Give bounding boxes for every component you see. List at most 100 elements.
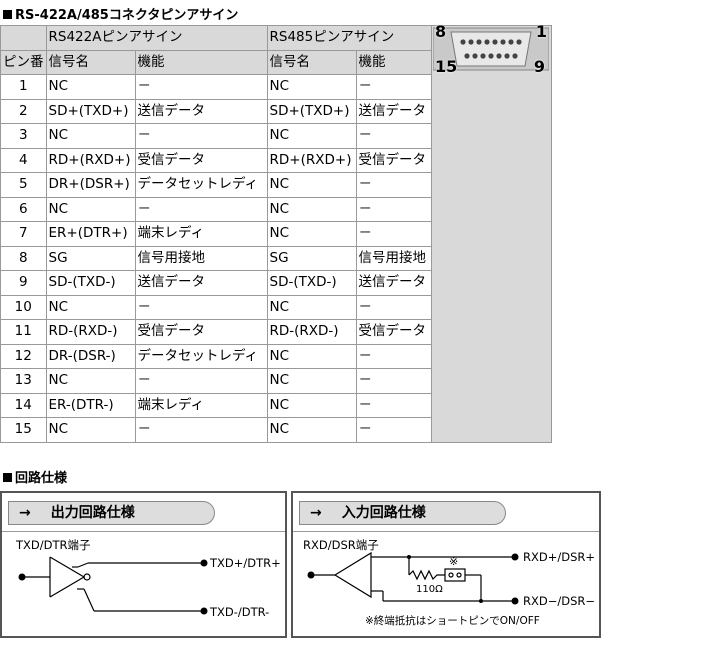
signal-422-cell: ER-(DTR-): [45, 392, 136, 418]
output-panel-heading: →出力回路仕様: [8, 501, 215, 525]
short-pin-mark: ※: [449, 555, 459, 568]
signal-485-cell: SG: [266, 245, 357, 271]
function-422-cell: データセットレディ: [134, 343, 268, 369]
signal-485-cell: NC: [266, 123, 357, 149]
signal-422-cell: ER+(DTR+): [45, 221, 136, 247]
square-bullet-icon: [3, 473, 12, 482]
output-plus-label: TXD+/DTR+: [210, 556, 281, 570]
signal-422-cell: SD-(TXD-): [45, 270, 136, 296]
function-485-cell: －: [355, 294, 432, 320]
function-422-cell: 送信データ: [134, 98, 268, 124]
pin-assignment-table: RS422Aピンアサイン RS485ピンアサイン 8 1 15 9: [0, 22, 552, 443]
output-circuit-diagram: [18, 556, 208, 615]
signal-422-cell: NC: [45, 417, 136, 443]
signal-col-header-422: 信号名: [45, 49, 136, 75]
pin-number-cell: 7: [0, 221, 47, 247]
function-422-cell: －: [134, 196, 268, 222]
connector-cell: 8 1 15 9: [430, 22, 552, 443]
signal-422-cell: NC: [45, 123, 136, 149]
signal-485-cell: NC: [266, 74, 357, 100]
connector-pin: [488, 53, 494, 59]
signal-485-cell: SD-(TXD-): [266, 270, 357, 296]
signal-422-cell: SG: [45, 245, 136, 271]
function-485-cell: －: [355, 172, 432, 198]
signal-485-cell: NC: [266, 294, 357, 320]
function-col-header-485: 機能: [355, 49, 432, 75]
input-circuit-panel: →入力回路仕様 RXD/DSR端子 RXD+/DSR+ RXD−/DSR− 11…: [291, 491, 601, 638]
input-plus-label: RXD+/DSR+: [523, 550, 596, 564]
pin-number-cell: 1: [0, 74, 47, 100]
input-panel-heading: →入力回路仕様: [299, 501, 506, 525]
corner-cell: [0, 25, 47, 51]
signal-485-cell: SD+(TXD+): [266, 98, 357, 124]
input-circuit-diagram: [307, 551, 519, 605]
function-422-cell: －: [134, 74, 268, 100]
function-485-cell: 送信データ: [355, 98, 432, 124]
pin-label-8: 8: [435, 22, 447, 41]
function-485-cell: －: [355, 196, 432, 222]
output-circuit-panel: →出力回路仕様 TXD/DTR端子 TXD+/DTR+ TXD-/DTR-: [0, 491, 287, 638]
output-minus-label: TXD-/DTR-: [210, 605, 270, 619]
pin-label-1: 1: [535, 22, 547, 41]
connector-pin: [472, 53, 478, 59]
signal-422-cell: NC: [45, 294, 136, 320]
pin-number-cell: 6: [0, 196, 47, 222]
square-bullet-icon: [3, 10, 12, 19]
connector-pin: [484, 39, 490, 45]
rs485-group-header: RS485ピンアサイン: [266, 25, 432, 51]
function-422-cell: 端末レディ: [134, 221, 268, 247]
panel-divider: [2, 531, 285, 532]
pin-label-9: 9: [533, 57, 545, 76]
connector-pin: [480, 53, 486, 59]
pin-number-cell: 4: [0, 147, 47, 173]
pin-number-cell: 12: [0, 343, 47, 369]
function-485-cell: 信号用接地: [355, 245, 432, 271]
connector-pin: [504, 53, 510, 59]
signal-422-cell: NC: [45, 74, 136, 100]
function-485-cell: －: [355, 123, 432, 149]
connector-pin: [464, 53, 470, 59]
signal-485-cell: NC: [266, 343, 357, 369]
signal-485-cell: RD-(RXD-): [266, 319, 357, 345]
signal-485-cell: NC: [266, 172, 357, 198]
pin-col-header: ピン番: [0, 49, 47, 75]
function-422-cell: 信号用接地: [134, 245, 268, 271]
input-terminal-label: RXD/DSR端子: [303, 538, 379, 552]
function-485-cell: 受信データ: [355, 147, 432, 173]
function-485-cell: 受信データ: [355, 319, 432, 345]
function-422-cell: 受信データ: [134, 319, 268, 345]
pin-number-cell: 9: [0, 270, 47, 296]
connector-pin: [508, 39, 514, 45]
signal-485-cell: NC: [266, 368, 357, 394]
arrow-icon: →: [19, 505, 31, 521]
termination-note: ※終端抵抗はショートピンでON/OFF: [365, 615, 540, 627]
function-485-cell: －: [355, 221, 432, 247]
function-485-cell: －: [355, 368, 432, 394]
connector-pin: [460, 39, 466, 45]
function-422-cell: 受信データ: [134, 147, 268, 173]
circuit-section-title: 回路仕様: [3, 467, 67, 486]
signal-422-cell: NC: [45, 196, 136, 222]
connector-section-title: RS-422A/485コネクタピンアサイン: [3, 4, 238, 23]
pin-number-cell: 3: [0, 123, 47, 149]
resistor-value-label: 110Ω: [416, 584, 443, 595]
function-485-cell: －: [355, 417, 432, 443]
signal-422-cell: NC: [45, 368, 136, 394]
signal-485-cell: NC: [266, 417, 357, 443]
pin-number-cell: 11: [0, 319, 47, 345]
pin-number-cell: 13: [0, 368, 47, 394]
function-422-cell: －: [134, 417, 268, 443]
signal-485-cell: NC: [266, 196, 357, 222]
connector-pin: [476, 39, 482, 45]
function-422-cell: 端末レディ: [134, 392, 268, 418]
signal-422-cell: SD+(TXD+): [45, 98, 136, 124]
connector-pin: [492, 39, 498, 45]
